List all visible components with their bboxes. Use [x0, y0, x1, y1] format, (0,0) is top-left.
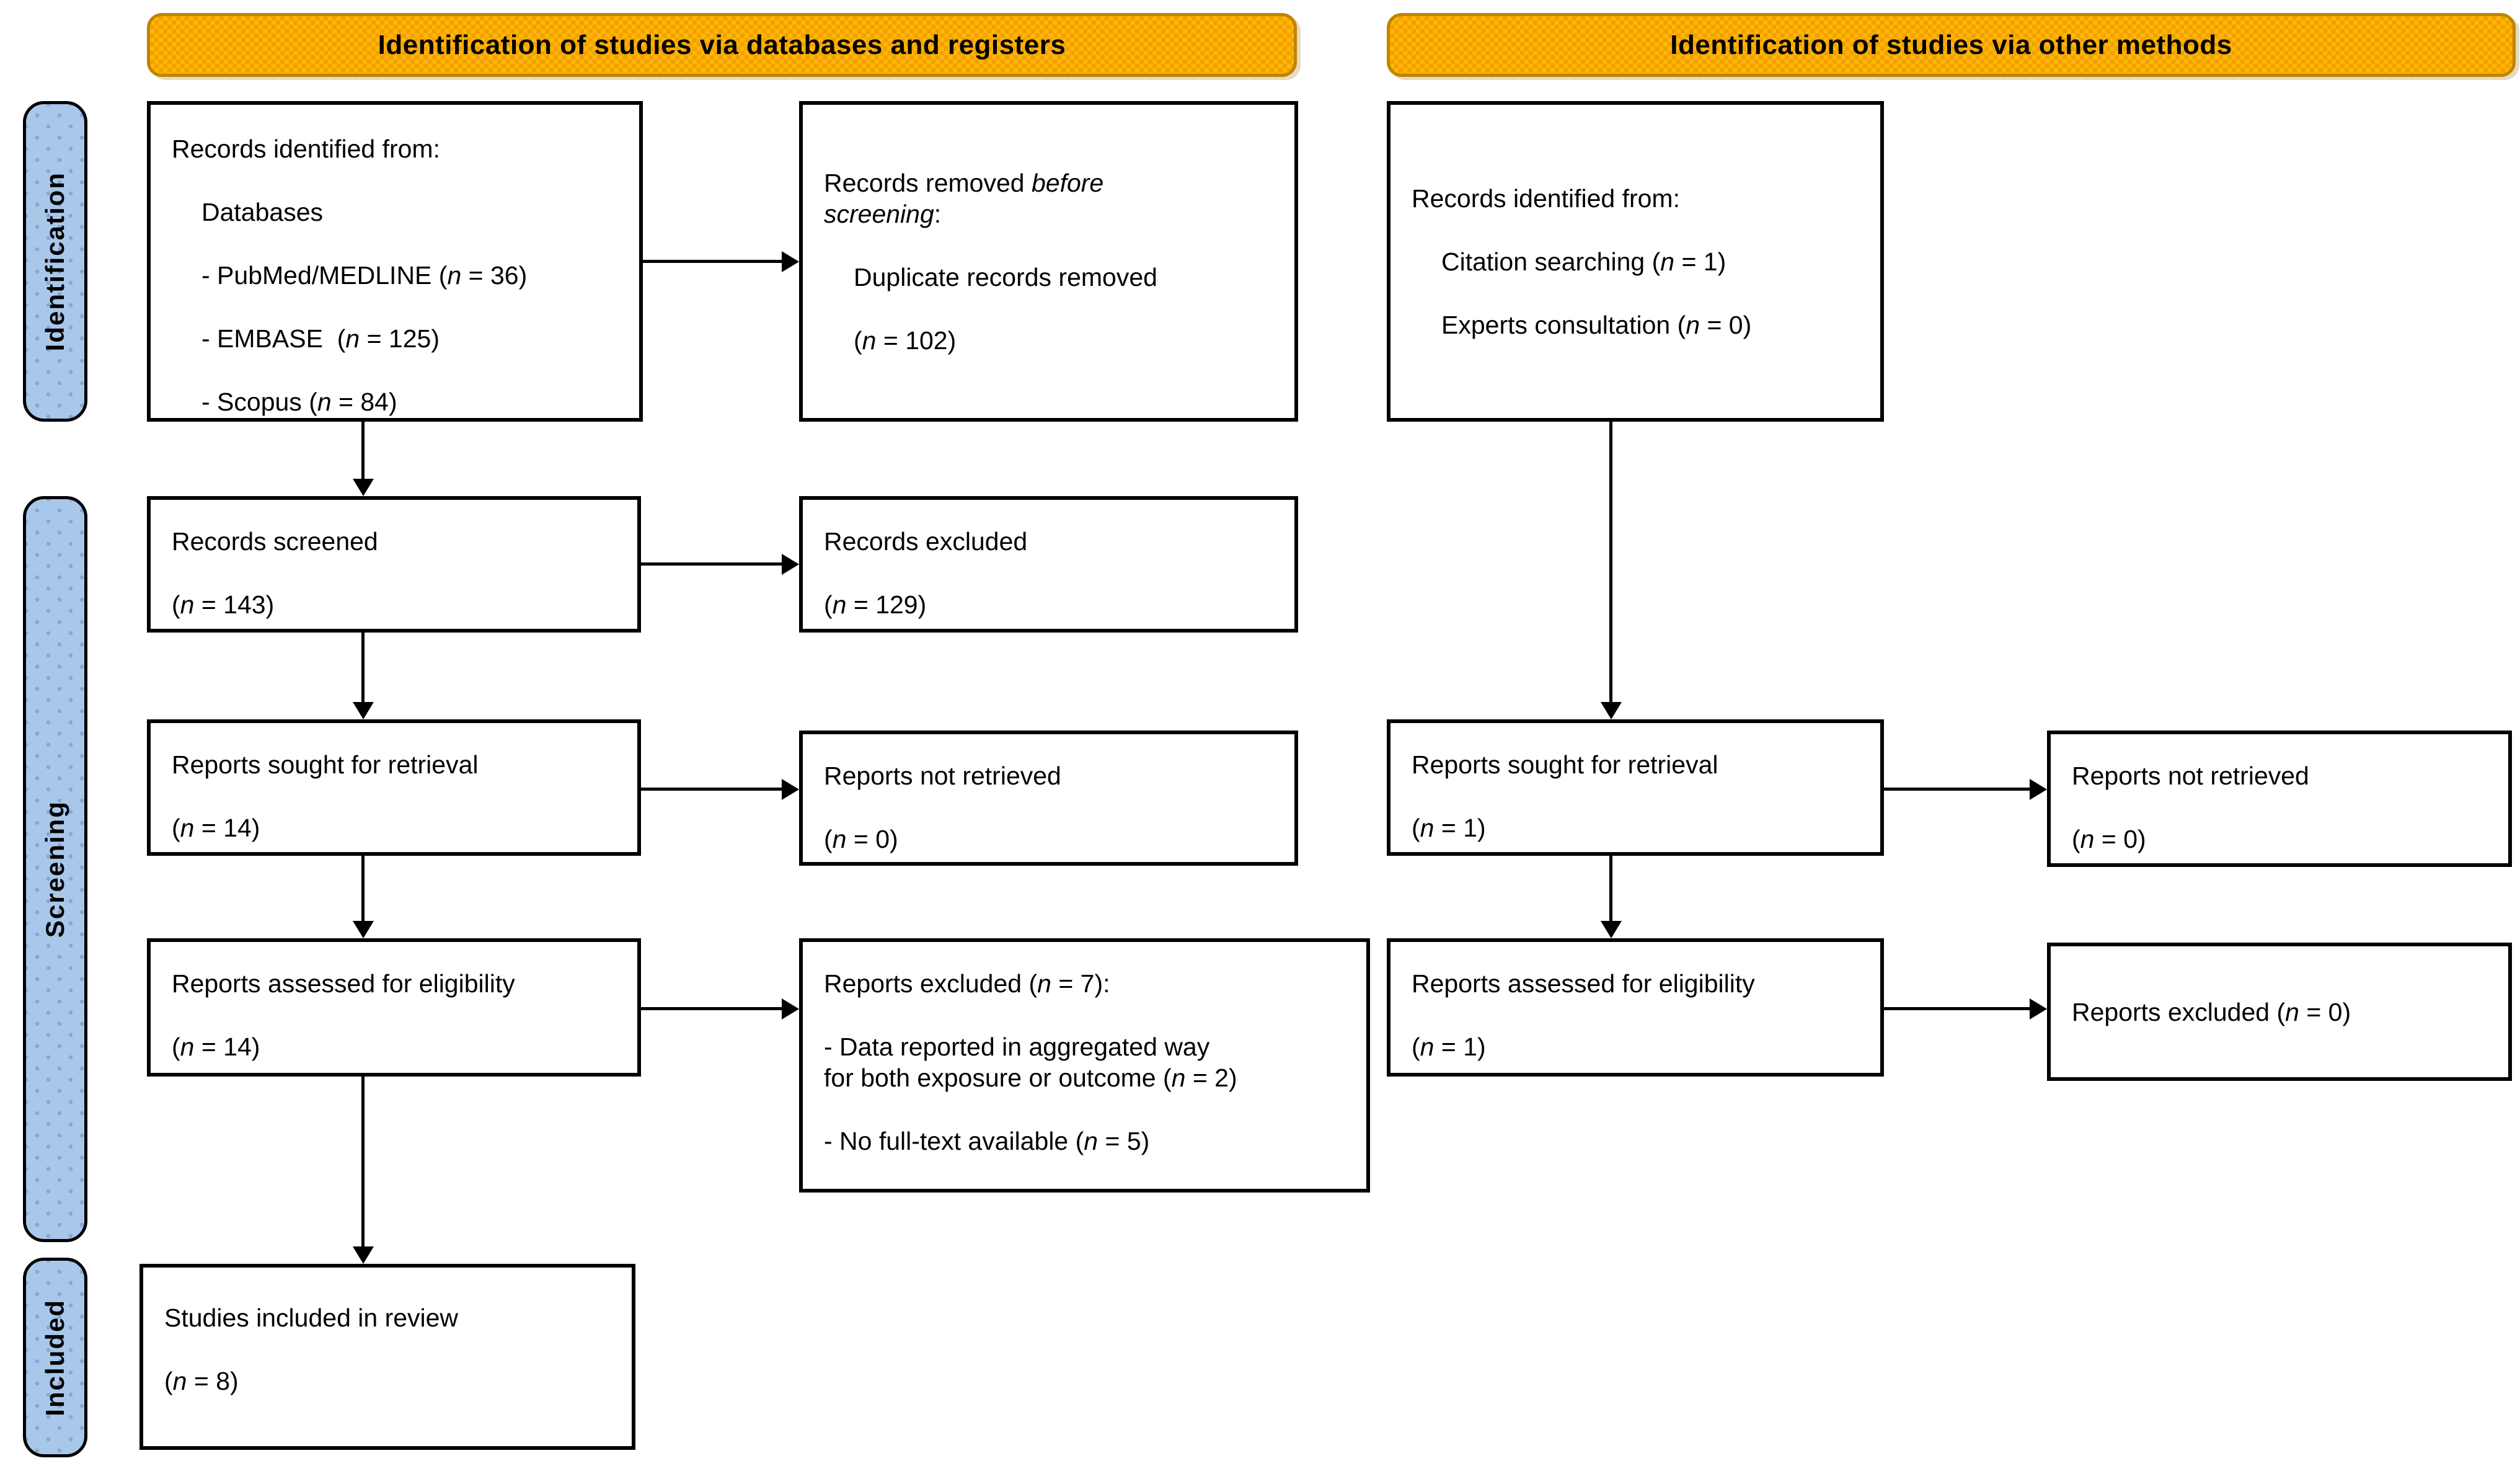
connector-line-right — [641, 562, 782, 566]
arrow-down-icon — [1601, 702, 1622, 719]
box-reports-not-retrieved-other: Reports not retrieved (n = 0) — [2047, 731, 2512, 867]
box-line: Records excluded — [824, 527, 1028, 556]
box-line: Reports excluded (n = 0) — [2072, 997, 2351, 1026]
stage-label-included: Included — [40, 1299, 69, 1416]
box-line: Reports sought for retrieval — [1412, 750, 1718, 779]
box-reports-excluded-other: Reports excluded (n = 0) — [2047, 943, 2512, 1081]
arrow-down-icon — [353, 1246, 374, 1264]
box-line: (n = 14) — [172, 814, 260, 842]
header-databases-registers: Identification of studies via databases … — [147, 13, 1297, 77]
box-line: - No full-text available (n = 5) — [824, 1127, 1150, 1155]
box-line: (n = 14) — [172, 1033, 260, 1061]
connector-line-right — [1884, 788, 2030, 791]
box-line: (n = 129) — [824, 590, 927, 619]
box-line: (n = 102) — [854, 326, 957, 355]
box-reports-not-retrieved-databases: Reports not retrieved (n = 0) — [799, 731, 1298, 866]
arrow-right-icon — [782, 779, 799, 800]
box-line: screening: — [824, 199, 942, 228]
arrow-down-icon — [1601, 921, 1622, 938]
arrow-down-icon — [353, 702, 374, 719]
arrow-right-icon — [782, 998, 799, 1020]
box-line: Duplicate records removed — [854, 262, 1157, 291]
connector-line-down — [1609, 422, 1612, 702]
box-line: Citation searching (n = 1) — [1441, 247, 1726, 276]
box-line: Reports sought for retrieval — [172, 750, 479, 779]
box-line: (n = 143) — [172, 590, 275, 619]
box-records-identified-databases: Records identified from: Databases - PubMe… — [147, 101, 643, 422]
box-line: - EMBASE (n = 125) — [201, 324, 440, 353]
connector-line-right — [1884, 1007, 2030, 1010]
box-line: - Scopus (n = 84) — [201, 388, 397, 416]
box-line: Records identified from: — [172, 135, 440, 163]
connector-line-down — [361, 633, 365, 702]
header-other-methods: Identification of studies via other meth… — [1387, 13, 2516, 77]
connector-line-right — [641, 1007, 782, 1010]
arrow-right-icon — [782, 554, 799, 575]
stage-band-identification: Identification — [23, 101, 87, 422]
box-line: Experts consultation (n = 0) — [1441, 310, 1752, 339]
box-records-screened: Records screened (n = 143) — [147, 496, 641, 633]
box-reports-assessed-other: Reports assessed for eligibility (n = 1) — [1387, 938, 1884, 1077]
stage-label-identification: Identification — [40, 171, 69, 352]
box-reports-sought-other: Reports sought for retrieval (n = 1) — [1387, 719, 1884, 856]
arrow-right-icon — [2030, 779, 2047, 800]
box-reports-assessed-databases: Reports assessed for eligibility (n = 14) — [147, 938, 641, 1077]
arrow-down-icon — [353, 921, 374, 938]
header-other-methods-label: Identification of studies via other meth… — [1670, 29, 2232, 60]
box-line: - PubMed/MEDLINE (n = 36) — [201, 261, 528, 290]
arrow-right-icon — [782, 251, 799, 272]
box-line: - Data reported in aggregated way — [824, 1033, 1210, 1061]
connector-line-down — [1609, 856, 1612, 921]
box-line: Reports excluded (n = 7): — [824, 969, 1110, 998]
box-line: Reports not retrieved — [824, 762, 1061, 790]
header-databases-registers-label: Identification of studies via databases … — [378, 29, 1066, 60]
box-line: Reports assessed for eligibility — [1412, 969, 1755, 998]
box-reports-sought-databases: Reports sought for retrieval (n = 14) — [147, 719, 641, 856]
box-line: (n = 0) — [824, 825, 898, 853]
box-line: (n = 1) — [1412, 814, 1486, 842]
arrow-down-icon — [353, 479, 374, 496]
connector-line-down — [361, 422, 365, 479]
box-records-identified-other: Records identified from: Citation searchi… — [1387, 101, 1884, 422]
box-line: Databases — [201, 198, 324, 226]
arrow-right-icon — [2030, 998, 2047, 1020]
box-line: (n = 0) — [2072, 825, 2146, 853]
connector-line-down — [361, 856, 365, 921]
stage-label-screening: Screening — [40, 800, 69, 938]
box-line: Reports not retrieved — [2072, 762, 2309, 790]
box-line: Studies included in review — [164, 1304, 459, 1332]
stage-band-included: Included — [23, 1258, 87, 1457]
box-line: Records removed before — [824, 168, 1104, 197]
box-line: Records screened — [172, 527, 378, 556]
box-studies-included: Studies included in review (n = 8) — [139, 1264, 635, 1450]
box-line: (n = 8) — [164, 1367, 239, 1395]
box-records-excluded: Records excluded (n = 129) — [799, 496, 1298, 633]
box-line: for both exposure or outcome (n = 2) — [824, 1064, 1237, 1092]
connector-line-down — [361, 1077, 365, 1246]
connector-line-right — [641, 788, 782, 791]
box-line: Reports assessed for eligibility — [172, 969, 515, 998]
connector-line-right — [643, 260, 782, 263]
stage-band-screening: Screening — [23, 496, 87, 1242]
box-line: Records identified from: — [1412, 184, 1680, 213]
box-line: (n = 1) — [1412, 1033, 1486, 1061]
box-reports-excluded-detail: Reports excluded (n = 7): - Data reported… — [799, 938, 1370, 1193]
